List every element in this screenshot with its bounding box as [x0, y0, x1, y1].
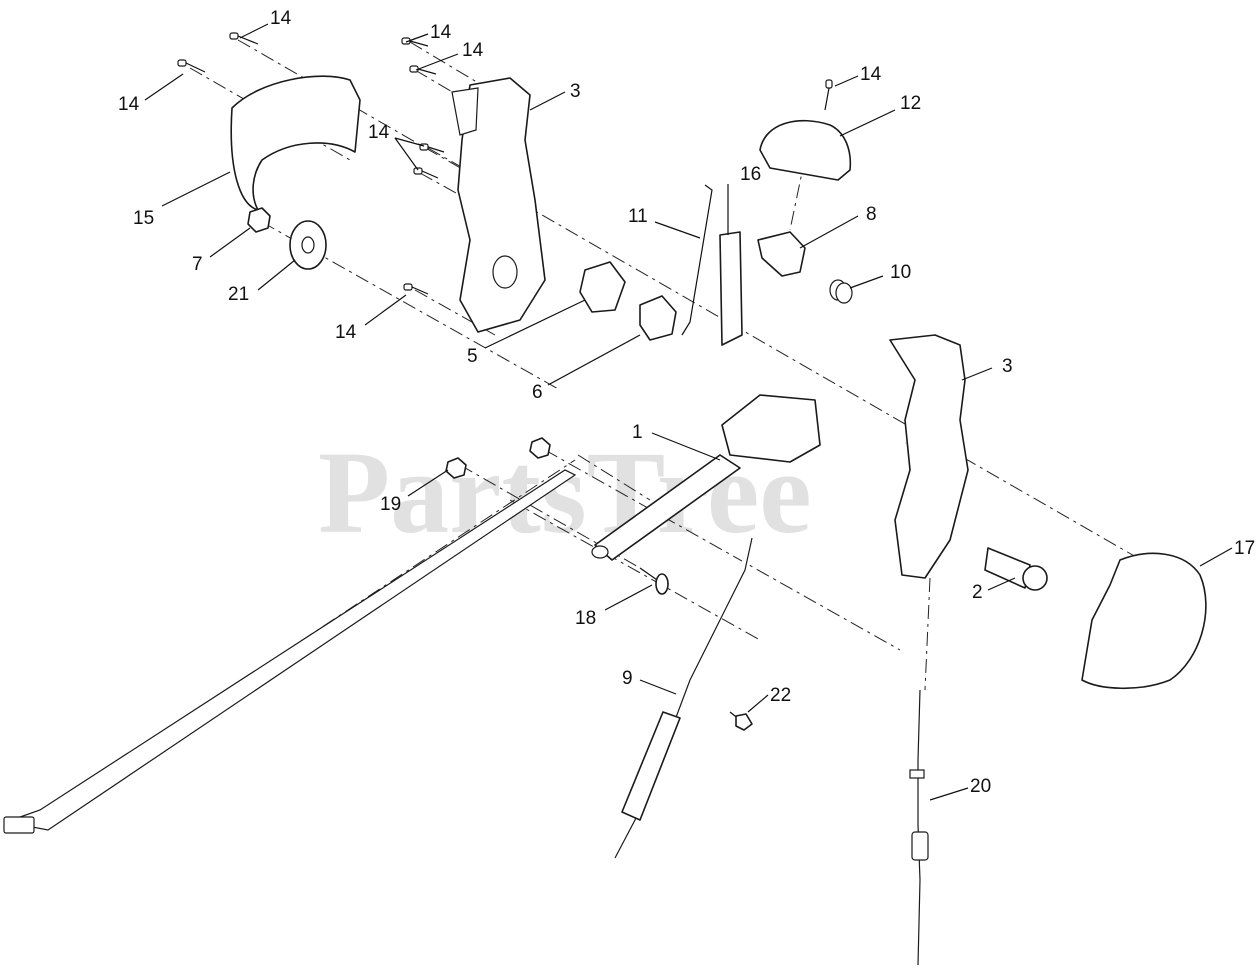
nut-icon: [247, 207, 271, 233]
callout-14: 14: [860, 64, 882, 85]
callout-2: 2: [972, 582, 983, 603]
callout-14: 14: [462, 40, 484, 61]
right-housing-half: [889, 334, 969, 579]
spring-10-icon: [829, 279, 853, 304]
screw-icon: [413, 167, 439, 179]
cable-20-clip: [909, 769, 925, 779]
callout-18: 18: [575, 608, 596, 629]
shaft-lever-assembly: [591, 394, 821, 561]
callout-5: 5: [467, 346, 478, 367]
callout-22: 22: [770, 685, 791, 706]
callout-7: 7: [192, 254, 203, 275]
callout-15: 15: [133, 208, 154, 229]
control-rod: [3, 469, 577, 831]
nut-19b-icon: [529, 437, 551, 459]
control-rod-end: [3, 816, 35, 834]
callout-17: 17: [1234, 538, 1255, 559]
plate-16: [719, 231, 743, 346]
left-housing-lever-icon: [451, 87, 479, 136]
callout-10: 10: [890, 262, 911, 283]
cable-20: [917, 689, 921, 966]
callout-19: 19: [380, 494, 401, 515]
bushing-2-icon: [984, 547, 1048, 591]
callout-14: 14: [430, 22, 452, 43]
left-cover-shell: [230, 75, 361, 211]
screw-icon: [229, 32, 259, 45]
callout-14: 14: [270, 8, 292, 29]
callout-21: 21: [228, 284, 249, 305]
screw-icon: [403, 283, 429, 295]
left-housing-boss: [492, 255, 518, 289]
screw-icon: [177, 59, 206, 73]
callout-6: 6: [532, 382, 543, 403]
cam-part-5: [579, 261, 626, 313]
cam-part-6: [639, 295, 677, 341]
callout-11: 11: [628, 206, 648, 227]
callout-9: 9: [622, 668, 633, 689]
cable-20-adjuster: [911, 831, 929, 861]
callout-8: 8: [866, 204, 877, 225]
callout-labels: 14 14 14 14 14 14 14 3 3 12 16 11 8 10 1…: [118, 8, 1255, 797]
right-cover-17: [1081, 552, 1207, 690]
bracket-8: [757, 231, 806, 277]
callout-14: 14: [118, 94, 140, 115]
screw-group: [177, 32, 833, 295]
callout-14: 14: [335, 322, 357, 343]
callout-3: 3: [1002, 356, 1013, 377]
callout-14: 14: [368, 122, 390, 143]
callout-leaders: [144, 23, 1233, 801]
callout-20: 20: [970, 776, 991, 797]
cable-9-sleeve: [621, 711, 681, 821]
screw-icon: [824, 79, 833, 111]
callout-16: 16: [740, 164, 761, 185]
bolt-22-icon: [729, 711, 753, 731]
callout-12: 12: [900, 93, 921, 114]
callout-1: 1: [632, 422, 643, 443]
washer-icon: [289, 220, 327, 270]
callout-3: 3: [570, 81, 581, 102]
left-housing-half: [457, 77, 546, 333]
cap-12: [759, 119, 852, 181]
pin-18-icon: [639, 567, 669, 595]
spring-wire-11: [681, 184, 713, 336]
